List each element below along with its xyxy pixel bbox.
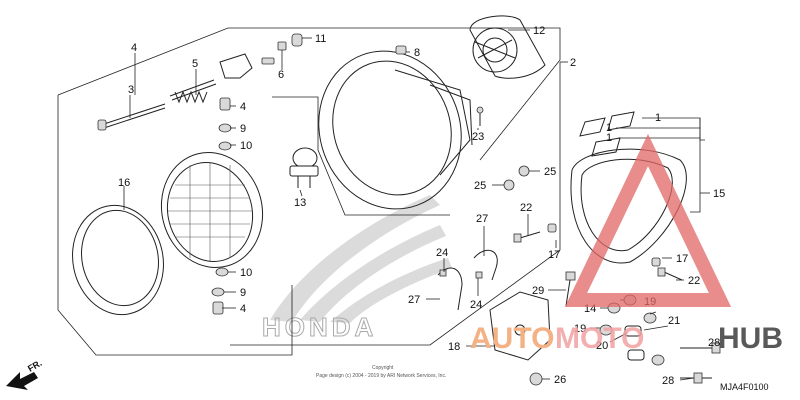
callout-5: 5 bbox=[192, 58, 198, 70]
callout-28-lower: 28 bbox=[662, 375, 674, 387]
callout-22-upper: 22 bbox=[520, 202, 532, 214]
bolt-part-22-upper bbox=[513, 223, 557, 243]
callout-10-top: 10 bbox=[240, 140, 252, 152]
callout-9-bottom: 9 bbox=[240, 287, 246, 299]
logo-hub: HUB bbox=[718, 322, 783, 355]
callout-18: 18 bbox=[448, 341, 460, 353]
callout-2: 2 bbox=[570, 57, 576, 69]
callout-21: 21 bbox=[668, 315, 680, 327]
callout-24-upper: 24 bbox=[436, 247, 448, 259]
warning-triangle-icon bbox=[564, 133, 732, 307]
headlight-unit bbox=[160, 152, 264, 268]
honda-watermark-text: HONDA bbox=[262, 312, 377, 342]
leader-lines bbox=[123, 29, 712, 381]
copyright-title: Copyright bbox=[372, 365, 394, 371]
callout-4-bottom: 4 bbox=[240, 303, 246, 315]
front-direction-arrow: FR. bbox=[6, 358, 44, 390]
callout-13: 13 bbox=[294, 197, 306, 209]
callout-29: 29 bbox=[532, 285, 544, 297]
callout-27-upper: 27 bbox=[476, 213, 488, 225]
automotohub-logo: AUTO MOTO HUB bbox=[470, 133, 783, 355]
screw-set-bottom bbox=[211, 267, 229, 315]
assembly-frame-bottom bbox=[230, 62, 561, 346]
callout-12: 12 bbox=[533, 25, 545, 37]
callout-19-left: 19 bbox=[574, 323, 586, 335]
headlight-bulb bbox=[289, 147, 319, 188]
bolt-part-22-lower bbox=[651, 257, 683, 281]
callout-9-top: 9 bbox=[240, 123, 246, 135]
callout-16: 16 bbox=[118, 177, 130, 189]
callout-27-lower: 27 bbox=[408, 294, 420, 306]
callout-25-left: 25 bbox=[474, 180, 486, 192]
headlight-case-top bbox=[469, 15, 546, 79]
callout-17-lower: 17 bbox=[676, 253, 688, 265]
callout-1-b: 1 bbox=[606, 122, 612, 134]
bolt-part-28 bbox=[680, 342, 721, 384]
callout-26: 26 bbox=[554, 374, 566, 386]
logo-auto: AUTO bbox=[470, 322, 554, 355]
headlight-rim bbox=[72, 204, 164, 316]
clip-part-8 bbox=[395, 45, 407, 55]
front-direction-label: FR. bbox=[26, 358, 44, 374]
callout-4-top: 4 bbox=[240, 101, 246, 113]
callout-3: 3 bbox=[128, 84, 134, 96]
callout-28-upper: 28 bbox=[708, 337, 720, 349]
callout-6: 6 bbox=[278, 69, 284, 81]
diagram-code: MJA4F0100 bbox=[720, 382, 769, 392]
callout-7: 4 bbox=[131, 42, 137, 54]
callout-23: 23 bbox=[472, 131, 484, 143]
bracket-clamp bbox=[437, 249, 498, 311]
callout-15: 15 bbox=[713, 188, 725, 200]
callouts: 4 3 5 6 11 8 12 2 4 9 10 13 23 16 10 9 4… bbox=[118, 25, 725, 387]
callout-17-upper: 17 bbox=[548, 249, 560, 261]
callout-11: 11 bbox=[315, 33, 326, 45]
copyright-text: Page design (c) 2004 - 2019 by ARI Netwo… bbox=[316, 373, 446, 379]
assembly-frame-inner bbox=[272, 96, 450, 216]
callout-20: 20 bbox=[596, 340, 608, 352]
headlight-stay bbox=[489, 291, 551, 361]
adjust-bolt-assembly bbox=[97, 53, 253, 131]
callout-24-lower: 24 bbox=[470, 299, 482, 311]
decal-stickers bbox=[579, 111, 635, 157]
assembly-frame-left-2 bbox=[57, 95, 293, 356]
bolt-part-29 bbox=[565, 271, 576, 307]
callout-8: 8 bbox=[414, 47, 420, 59]
callout-25-right: 25 bbox=[544, 166, 556, 178]
honda-wing-watermark bbox=[270, 195, 452, 323]
screw-part-23 bbox=[476, 106, 484, 126]
assembly-frame-left bbox=[57, 27, 561, 161]
callout-1-a: 1 bbox=[655, 112, 661, 124]
screw-set-top bbox=[218, 97, 232, 151]
nut-part-26 bbox=[529, 372, 543, 386]
callout-22-lower: 22 bbox=[688, 275, 700, 287]
logo-moto: MOTO bbox=[555, 322, 644, 355]
callout-1-c: 1 bbox=[606, 132, 612, 144]
nut-part-25 bbox=[503, 165, 530, 191]
cap-part-11 bbox=[291, 33, 303, 47]
callout-10-bottom: 10 bbox=[240, 267, 252, 279]
headlight-case bbox=[318, 50, 473, 210]
